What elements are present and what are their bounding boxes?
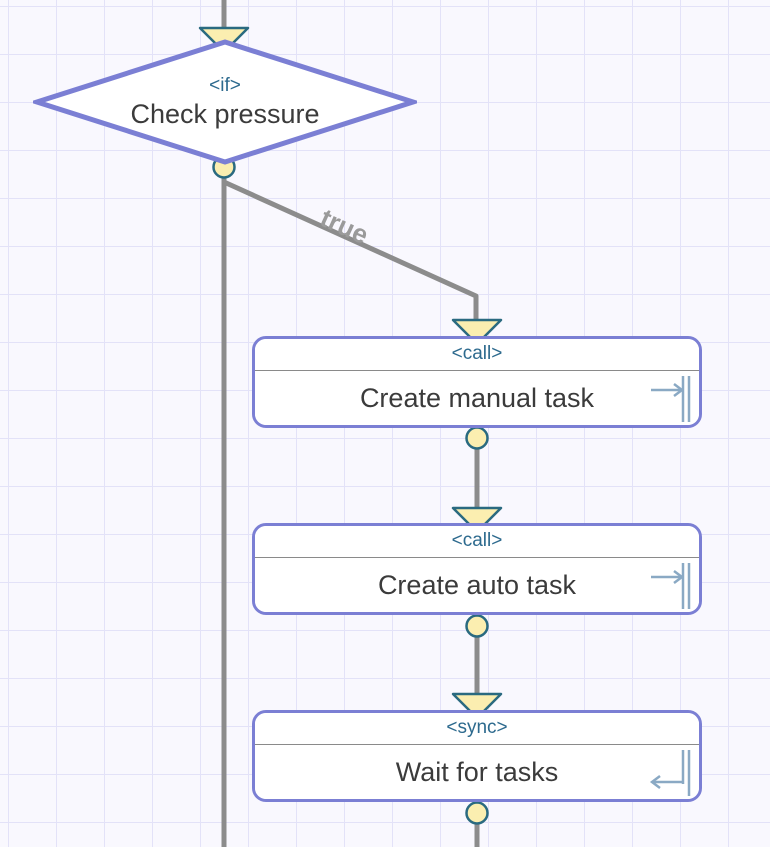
- node-wait-for-tasks[interactable]: <sync> Wait for tasks: [252, 710, 702, 802]
- call-arrow-right-icon: [649, 372, 693, 426]
- diamond-shape: [33, 39, 417, 165]
- edge-check-pressure-true: [222, 179, 479, 322]
- call-arrow-right-icon: [649, 559, 693, 613]
- node-kind-label: <call>: [255, 339, 699, 371]
- node-body: Wait for tasks: [255, 745, 699, 800]
- node-title-label: Create manual task: [359, 383, 595, 413]
- arrow-marker-into-create-manual-task: [451, 318, 503, 346]
- node-create-auto-task[interactable]: <call> Create auto task: [252, 523, 702, 615]
- arrow-marker-into-wait-for-tasks: [451, 692, 503, 720]
- node-title-label: Create auto task: [377, 570, 577, 600]
- node-create-manual-task[interactable]: <call> Create manual task: [252, 336, 702, 428]
- sync-arrow-left-icon: [649, 746, 693, 800]
- node-title-label: Wait for tasks: [395, 757, 559, 787]
- node-kind-label: <call>: [255, 526, 699, 558]
- arrow-marker-into-create-auto-task: [451, 506, 503, 534]
- port-create-manual-task-out[interactable]: [465, 426, 489, 450]
- node-body: Create manual task: [255, 371, 699, 426]
- port-create-auto-task-out[interactable]: [465, 614, 489, 638]
- node-body: Create auto task: [255, 558, 699, 613]
- node-check-pressure[interactable]: <if> Check pressure: [33, 38, 417, 166]
- port-wait-for-tasks-out[interactable]: [465, 801, 489, 825]
- node-kind-label: <sync>: [255, 713, 699, 745]
